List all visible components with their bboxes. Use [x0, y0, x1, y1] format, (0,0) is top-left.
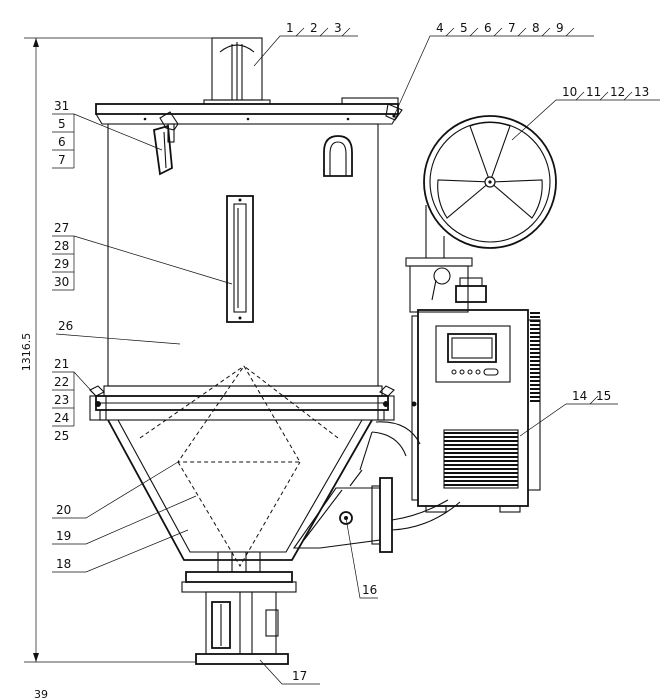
callout-12: 12 [610, 85, 625, 99]
callout-3: 3 [334, 21, 342, 35]
discharge-outlet [181, 551, 297, 665]
callout-20: 20 [56, 503, 71, 517]
callout-6-left: 6 [58, 135, 66, 149]
callout-16: 16 [362, 583, 377, 597]
callout-27: 27 [54, 221, 69, 235]
callout-29: 29 [54, 257, 69, 271]
callout-4: 4 [436, 21, 444, 35]
callout-30: 30 [54, 275, 69, 289]
callout-25: 25 [54, 429, 69, 443]
callout-1: 1 [286, 21, 294, 35]
callout-22: 22 [54, 375, 69, 389]
blower-fan [423, 115, 557, 258]
air-inlet-pipe [292, 421, 461, 553]
callout-15: 15 [596, 389, 611, 403]
callout-19: 19 [56, 529, 71, 543]
callout-2: 2 [310, 21, 318, 35]
callout-18: 18 [56, 557, 71, 571]
callout-9: 9 [556, 21, 564, 35]
callout-17: 17 [292, 669, 307, 683]
hopper-body [107, 111, 379, 387]
callout-14: 14 [572, 389, 587, 403]
callout-24: 24 [54, 411, 69, 425]
callout-10: 10 [562, 85, 577, 99]
callout-21: 21 [54, 357, 69, 371]
callout-8: 8 [532, 21, 540, 35]
callout-5-left: 5 [58, 117, 66, 131]
callout-7-left: 7 [58, 153, 66, 167]
callout-13: 13 [634, 85, 649, 99]
heater-duct [405, 257, 487, 313]
callout-28: 28 [54, 239, 69, 253]
callout-26: 26 [58, 319, 73, 333]
callout-11: 11 [586, 85, 601, 99]
callout-6: 6 [484, 21, 492, 35]
callout-7: 7 [508, 21, 516, 35]
leader-lines [52, 27, 660, 685]
callout-31: 31 [54, 99, 69, 113]
hopper-lid [95, 97, 403, 125]
control-cabinet [411, 309, 541, 513]
height-dimension: 1316.5 [20, 37, 215, 663]
callout-labels: 1 2 3 4 5 6 7 8 9 10 11 12 13 14 15 16 1… [54, 21, 649, 683]
top-inlet-pipe [203, 37, 271, 105]
callout-5: 5 [460, 21, 468, 35]
callout-23: 23 [54, 393, 69, 407]
height-dimension-value: 1316.5 [20, 333, 33, 372]
clamp-ring [89, 385, 395, 421]
width-dimension-value: 39 [34, 688, 48, 700]
